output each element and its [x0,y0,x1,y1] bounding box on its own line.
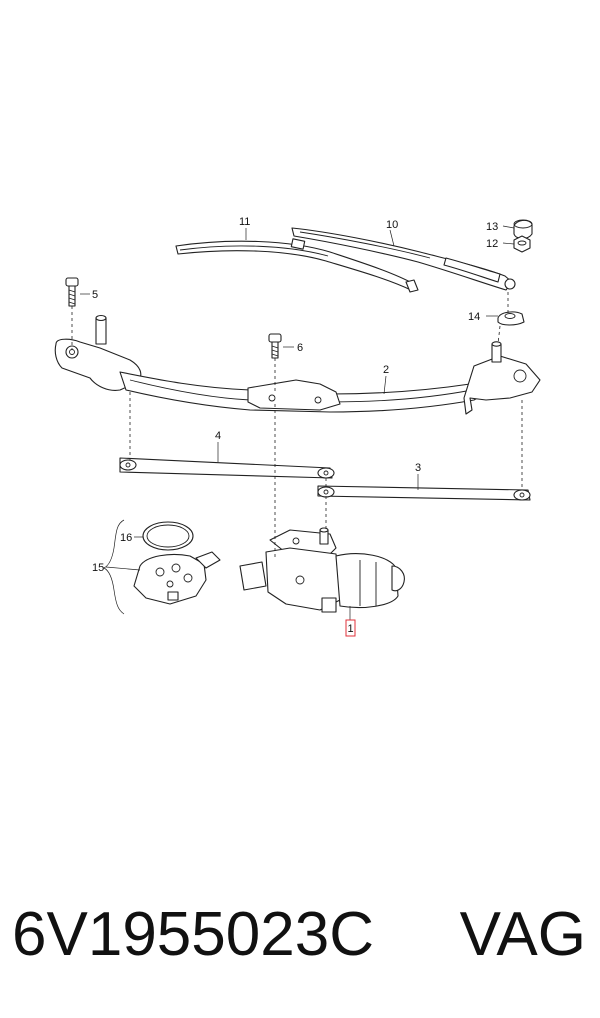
wiper-arm-10 [291,227,516,291]
callout-5: 5 [92,289,98,301]
part-number: 6V1955023C [12,900,374,969]
wiper-motor-1 [239,527,405,613]
callout-10: 10 [386,219,398,231]
seal-14 [497,311,525,326]
callout-labels: 11 10 13 12 5 14 6 2 4 3 16 15 1 [92,216,498,637]
callout-3: 3 [415,462,421,474]
nut-12 [513,235,531,253]
o-ring-16 [142,521,194,551]
callout-16: 16 [120,532,132,544]
callout-14: 14 [468,311,480,323]
callout-4: 4 [215,430,221,442]
callout-15: 15 [92,562,104,574]
rain-sensor-15 [133,551,221,605]
crank-rod-4 [119,457,335,479]
callout-13: 13 [486,221,498,233]
bolt-5 [65,277,79,307]
leader-lines [80,225,515,620]
parts-diagram: 11 10 13 12 5 14 6 2 4 3 16 15 1 [54,216,541,637]
crank-rod-3 [317,485,531,501]
callout-12: 12 [486,238,498,250]
highlight-box [345,619,356,637]
cap-13 [513,219,533,240]
callout-11: 11 [239,216,250,228]
alignment-lines [71,292,523,560]
footer: 6V1955023C VAG [0,885,600,985]
bolt-6 [268,333,282,359]
callout-1: 1 [348,623,354,635]
callout-2: 2 [383,364,389,376]
brand-name: VAG [459,900,586,969]
callout-6: 6 [297,342,303,354]
wiper-blade-11 [175,238,419,293]
wiper-frame-2 [54,314,541,415]
